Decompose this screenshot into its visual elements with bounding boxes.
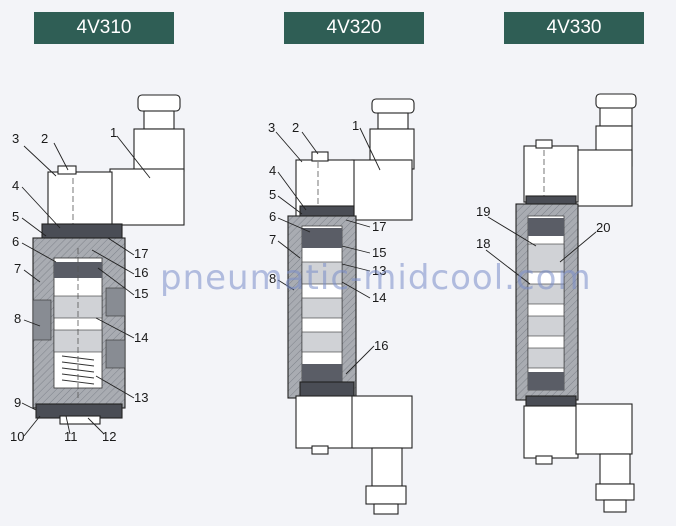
callout-a-9: 9 [14, 395, 21, 410]
callouts-b: 1 2 3 4 5 6 7 8 13 14 15 16 17 [268, 118, 388, 353]
callout-a-3: 3 [12, 131, 19, 146]
callout-a-11: 11 [64, 429, 78, 444]
coil-b-bottom [351, 395, 413, 449]
model-tab-4v310: 4V310 [34, 12, 174, 44]
callout-a-10: 10 [10, 429, 24, 444]
callout-a-12: 12 [102, 429, 116, 444]
callout-b-6: 6 [269, 209, 276, 224]
callout-a-13: 13 [134, 390, 148, 405]
callout-b-7: 7 [269, 232, 276, 247]
callout-b-2: 2 [292, 120, 299, 135]
callout-a-5: 5 [12, 209, 19, 224]
callout-b-1: 1 [352, 118, 359, 133]
callout-a-7: 7 [14, 261, 21, 276]
callout-b-17: 17 [372, 219, 386, 234]
model-tab-4v330: 4V330 [504, 12, 644, 44]
callout-a-6: 6 [12, 234, 19, 249]
callout-c-20: 20 [596, 220, 610, 235]
callout-b-8: 8 [269, 271, 276, 286]
leaders-b [275, 127, 381, 375]
callout-b-13: 13 [372, 263, 386, 278]
watermark-text: pneumatic-midcool.com [160, 258, 592, 298]
callout-a-15: 15 [134, 286, 148, 301]
callout-b-3: 3 [268, 120, 275, 135]
coil-a [133, 128, 185, 172]
valve-4v330 [515, 93, 637, 513]
callout-a-14: 14 [134, 330, 148, 345]
leaders-c [485, 216, 597, 285]
callout-a-4: 4 [12, 178, 19, 193]
callout-c-19: 19 [476, 204, 490, 219]
valve-4v310 [32, 94, 185, 425]
callouts-a: 1 2 3 4 5 6 7 8 9 10 11 12 13 14 15 16 1… [10, 125, 148, 444]
callout-a-17: 17 [134, 246, 148, 261]
coil-c-bottom [575, 403, 633, 455]
callout-b-15: 15 [372, 245, 386, 260]
callout-a-1: 1 [110, 125, 117, 140]
callout-a-2: 2 [41, 131, 48, 146]
callouts-c: 18 19 20 [476, 204, 610, 251]
callout-b-5: 5 [269, 187, 276, 202]
manual-knob-a [137, 94, 181, 112]
leaders-a [21, 135, 151, 437]
callout-b-14: 14 [372, 290, 386, 305]
callout-a-16: 16 [134, 265, 148, 280]
callout-a-8: 8 [14, 311, 21, 326]
callout-b-4: 4 [269, 163, 276, 178]
callout-c-18: 18 [476, 236, 490, 251]
callout-b-16: 16 [374, 338, 388, 353]
valve-4v320 [287, 98, 415, 515]
model-tab-4v320: 4V320 [284, 12, 424, 44]
